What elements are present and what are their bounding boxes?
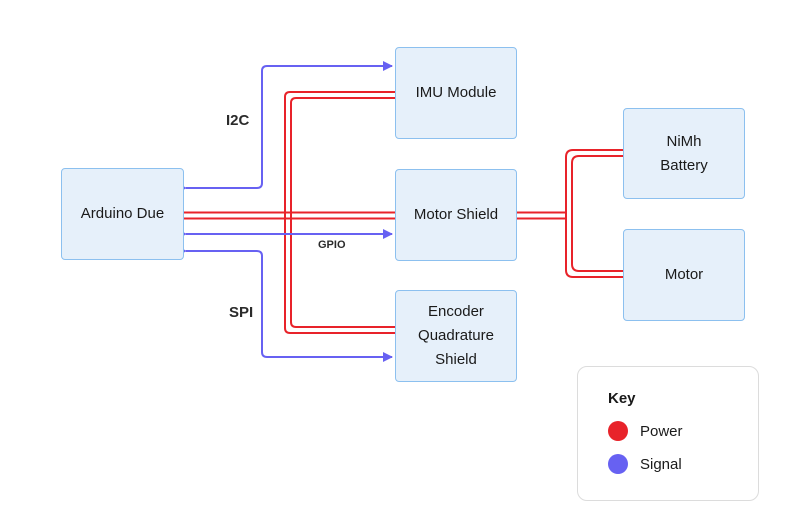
edge-label-i2c: I2C <box>226 112 250 129</box>
legend-item-signal: Signal <box>608 454 682 474</box>
node-motor-shield-label: Motor Shield <box>413 206 499 223</box>
legend-signal-label: Signal <box>640 455 682 473</box>
edge-label-spi: SPI <box>229 304 254 321</box>
node-motor: Motor <box>623 229 745 321</box>
node-imu-module: IMU Module <box>395 47 517 139</box>
power-dot-icon <box>608 421 628 441</box>
power-branch-outer <box>565 149 623 278</box>
node-motor-shield: Motor Shield <box>395 169 517 261</box>
spi-line <box>177 246 393 362</box>
node-motor-label: Motor <box>664 266 704 283</box>
legend-power-label: Power <box>640 422 683 440</box>
signal-dot-icon <box>608 454 628 474</box>
node-arduino-due: Arduino Due <box>61 168 184 260</box>
node-encoder-quadrature-shield: Encoder Quadrature Shield <box>395 290 517 382</box>
legend-item-power: Power <box>608 421 683 441</box>
legend-title: Key <box>608 390 636 407</box>
node-imu-module-label: IMU Module <box>415 84 497 101</box>
power-branch-inner <box>571 155 623 272</box>
node-arduino-due-label: Arduino Due <box>80 205 165 222</box>
edge-label-gpio: GPIO <box>318 239 346 251</box>
node-encoder-label: Encoder Quadrature Shield <box>418 303 494 368</box>
node-nimh-battery-label: NiMh Battery <box>660 132 708 174</box>
i2c-line <box>177 61 393 193</box>
node-nimh-battery: NiMh Battery <box>623 108 745 199</box>
signal-connections <box>177 61 393 362</box>
legend-key: Key Power Signal <box>577 366 759 501</box>
